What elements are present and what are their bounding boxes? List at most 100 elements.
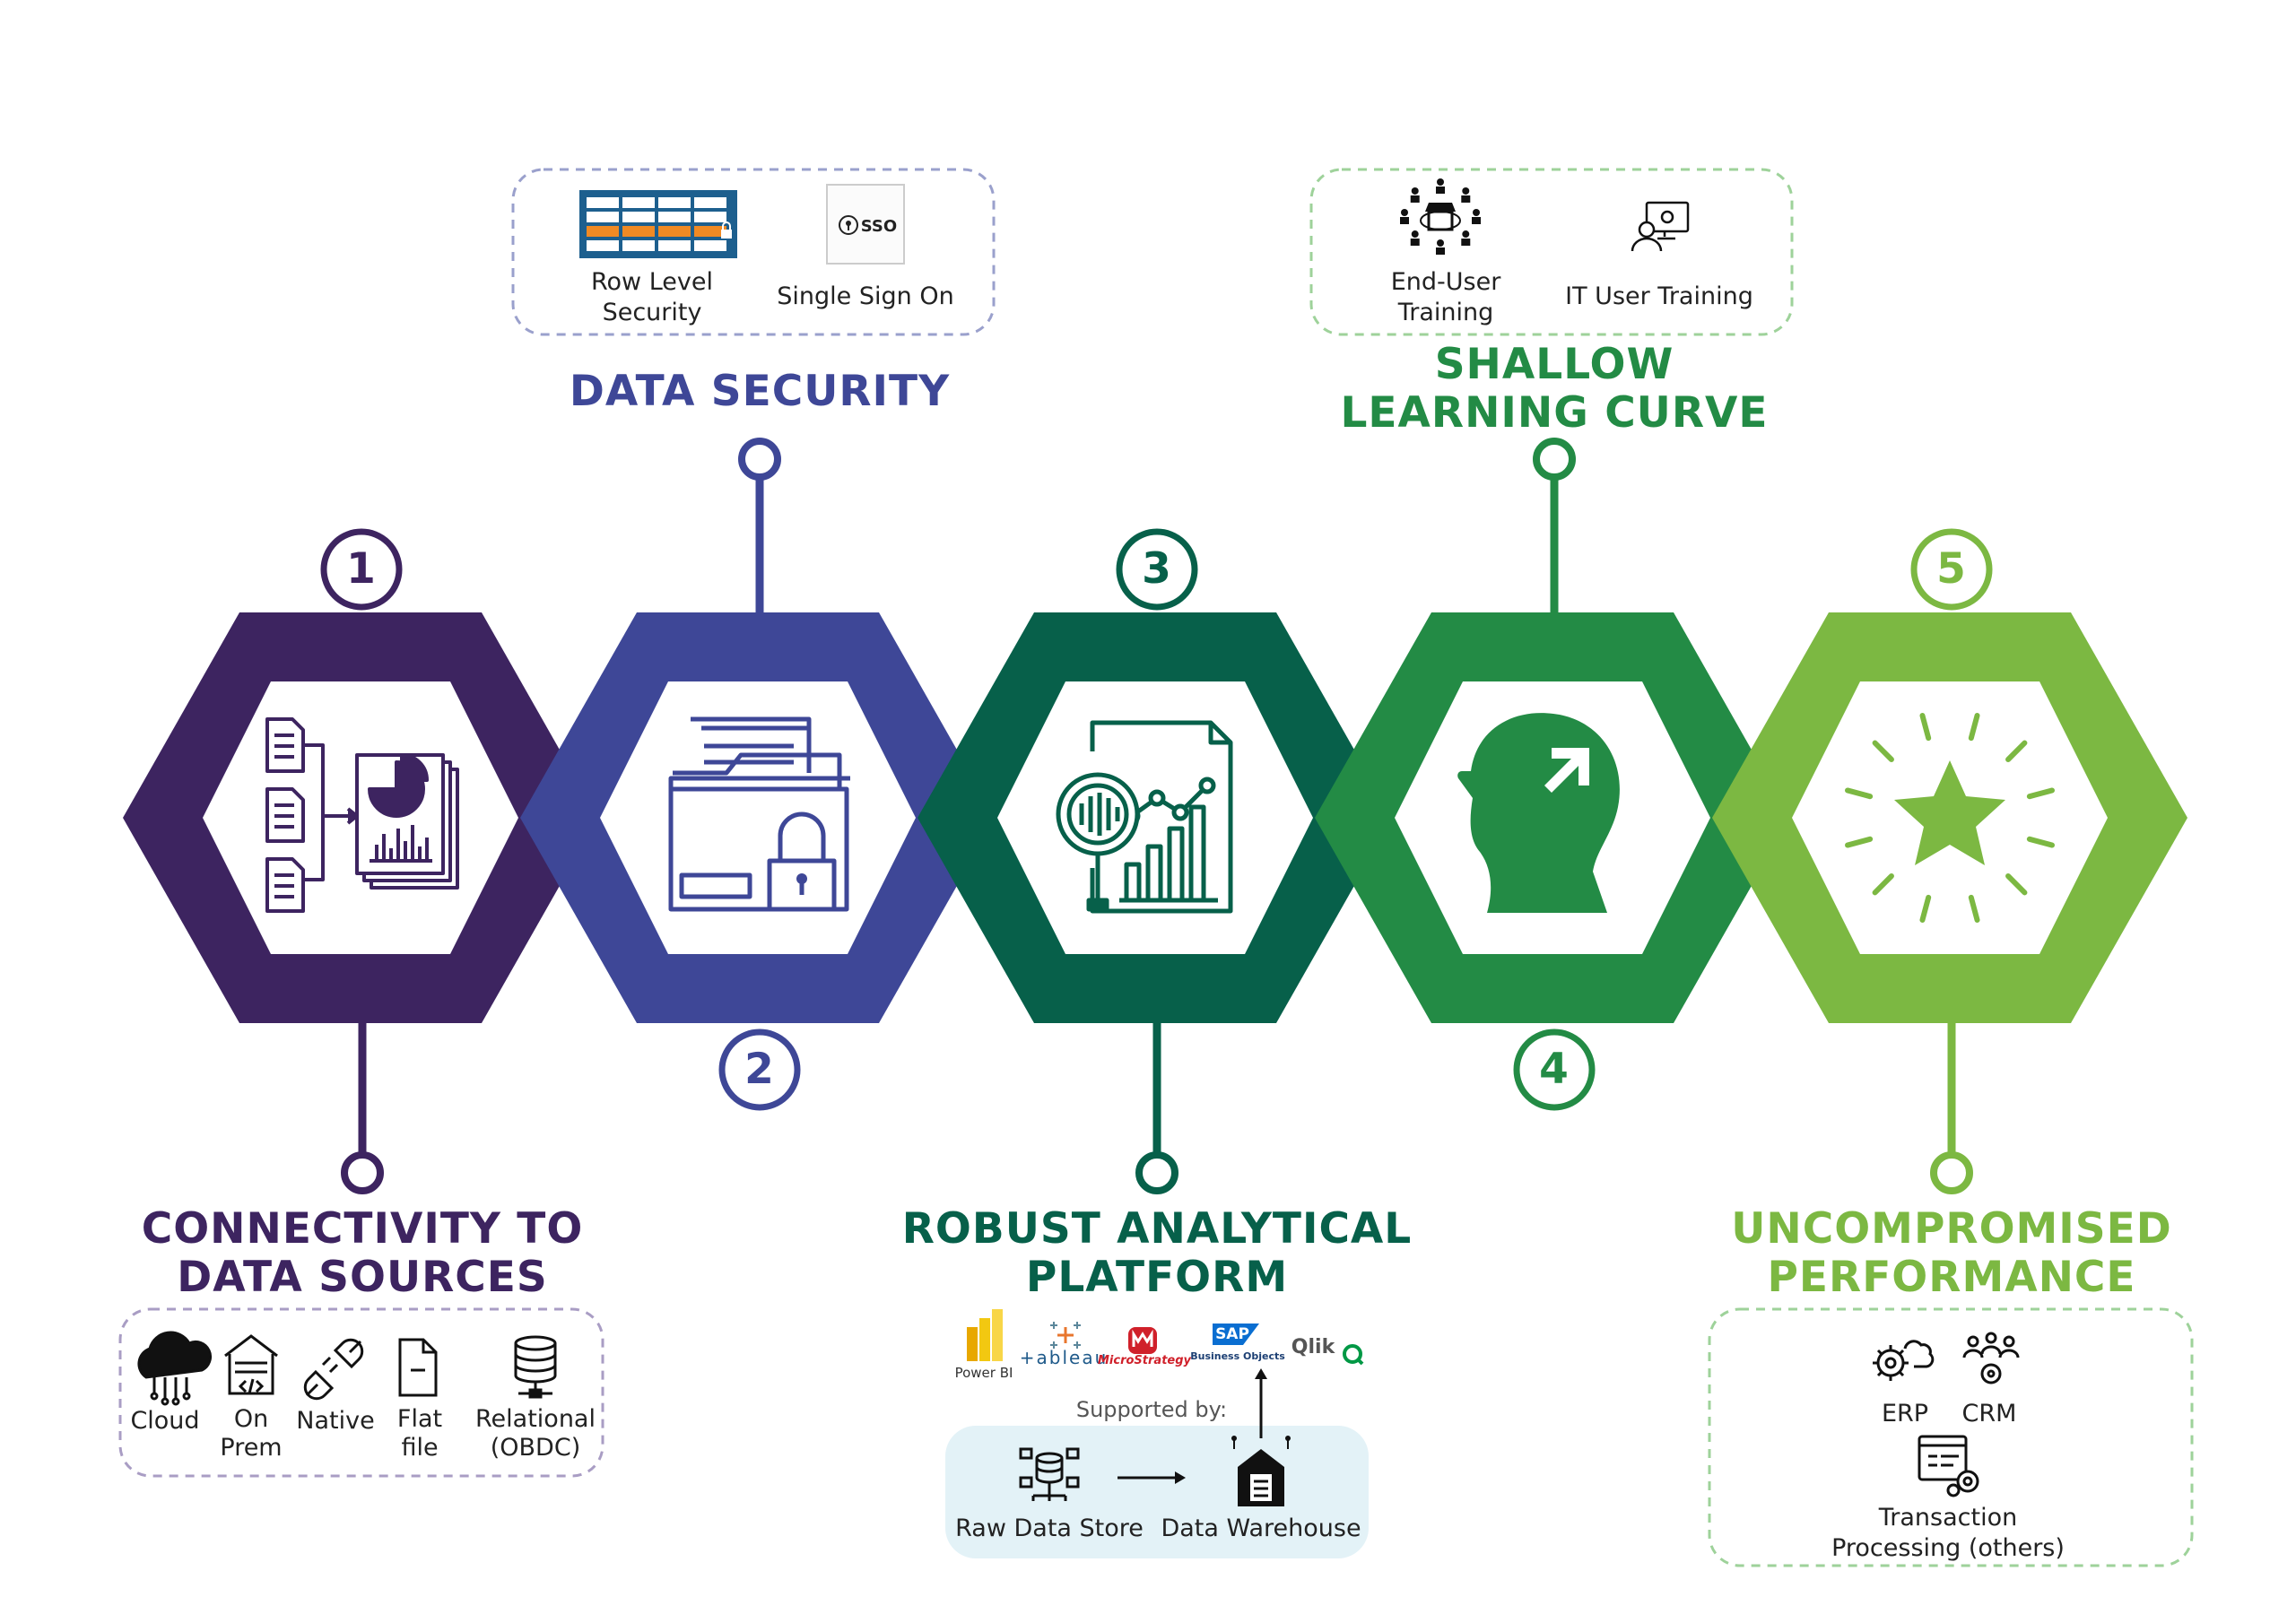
step-5-title-line1: UNCOMPROMISED [1731,1204,2172,1254]
user-head [1411,230,1419,239]
raw-data-store-label: Raw Data Store [955,1515,1144,1542]
relational-label-line1: Relational [475,1405,596,1433]
flat-file-label-line1: Flat [396,1405,443,1433]
user-head [1462,187,1470,195]
step-2-title: DATA SECURITY [569,367,951,416]
end-user-training-label-line2: Training [1397,299,1494,326]
sso-icon: SSO [826,184,905,265]
performance-box [1708,1307,2194,1567]
star-ray [1919,713,1932,742]
user-body [1410,239,1420,247]
security-grid-cell [694,226,726,237]
native-label: Native [296,1407,375,1435]
security-grid-cell [587,197,619,208]
star-ray [1968,894,1980,923]
raw-data-store-icon [1019,1447,1080,1501]
security-grid-cell [658,240,691,251]
on-prem-label-line2: Prem [220,1434,283,1462]
security-grid-cell [658,226,691,237]
security-box [511,168,996,336]
data-warehouse-icon [1231,1436,1291,1506]
connector-5 [1930,1022,1973,1194]
user-body [1436,247,1445,255]
user-head [1411,187,1419,195]
documents-to-report-icon [265,717,459,913]
star-ray [1968,713,1980,742]
security-grid-cell [658,197,691,208]
crm-label: CRM [1961,1400,2017,1428]
data-warehouse-label: Data Warehouse [1161,1515,1361,1542]
user-head [1437,239,1444,247]
it-user-icon [1631,201,1690,252]
on-prem-label-line1: On [233,1405,269,1433]
star-ray [2005,740,2028,762]
user-body [1410,195,1420,203]
security-grid-cell [587,212,619,222]
step-1-number-circle [320,528,403,611]
connector-3 [1135,1022,1178,1194]
star-ray [2026,836,2055,848]
step-4-number-circle [1513,1028,1596,1111]
star-ray [1919,894,1932,923]
security-grid-cell [622,226,655,237]
connectivity-box [118,1307,604,1478]
head-growth-icon [1457,713,1620,913]
qlik-logo [1343,1344,1364,1366]
it-user-training-label: IT User Training [1565,282,1753,310]
security-grid-cell [587,226,619,237]
sap-label: SAP [1215,1325,1249,1343]
security-grid-cell [694,240,726,251]
user-body [1472,217,1481,224]
user-head [1437,178,1444,186]
sap-business-objects-logo [1213,1324,1259,1345]
user-head [1401,209,1408,216]
learning-box [1309,168,1794,336]
security-grid-cell [622,197,655,208]
erp-label: ERP [1881,1400,1929,1428]
security-grid-cell [694,212,726,222]
user-body [1436,187,1445,194]
flat-file-label-line2: file [401,1434,439,1462]
step-1-title-line1: CONNECTIVITY TO [141,1204,584,1254]
business-objects-label: Business Objects [1190,1350,1285,1362]
database-icon [514,1335,557,1399]
qlik-label: Qlik [1291,1336,1335,1358]
security-grid-cell [622,212,655,222]
step-3-title-line2: PLATFORM [1025,1253,1289,1302]
transaction-label-line2: Processing (others) [1831,1534,2065,1562]
step-2-number: 2 [744,1045,775,1094]
sso-label: SSO [861,217,897,236]
security-grid-cell [587,240,619,251]
star-ray [1845,836,1874,848]
star-ray [1872,873,1894,896]
user-body [1461,195,1471,203]
up-arrow [1255,1368,1267,1438]
microstrategy-logo [1128,1327,1157,1354]
transaction-label-line1: Transaction [1878,1504,2018,1532]
step-4-number: 4 [1539,1045,1570,1094]
star-ray [2026,787,2055,800]
step-4-title-line1: SHALLOW [1434,340,1674,389]
step-3-number: 3 [1142,544,1172,594]
step-4-title-line2: LEARNING CURVE [1340,388,1769,438]
connector-2 [738,438,781,612]
step-1-number: 1 [346,544,377,594]
user-group-icon [1400,178,1481,255]
tableau-logo [1050,1322,1081,1349]
step-5-number-circle [1910,528,1993,611]
single-sign-on-label: Single Sign On [777,282,954,310]
server-house-icon [224,1334,278,1395]
connector-4 [1533,438,1576,612]
plug-icon [303,1338,364,1401]
step-2-number-circle [718,1028,801,1111]
star-ray [1845,787,1874,800]
transaction-processing-icon [1918,1435,1979,1497]
connector-1 [341,1022,384,1194]
flow-arrow [1118,1471,1186,1484]
shining-star-icon [1845,713,2055,923]
step-1-title-line2: DATA SOURCES [177,1253,548,1302]
step-3-title-line1: ROBUST ANALYTICAL [901,1204,1413,1254]
security-grid-cell [658,212,691,222]
